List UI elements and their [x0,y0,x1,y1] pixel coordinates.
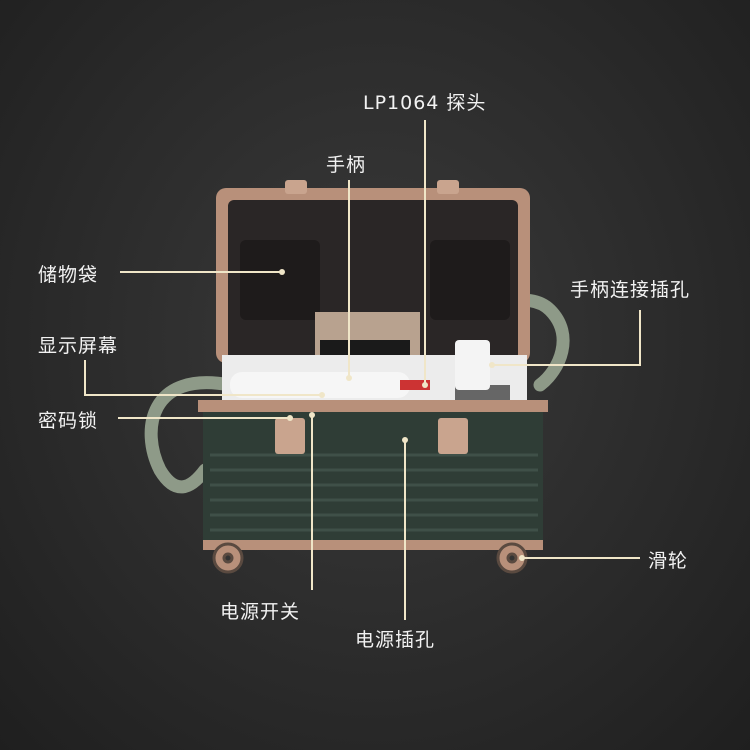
label-storage-bag: 储物袋 [38,264,99,286]
handle-port [455,340,490,390]
laser-handpiece [230,372,430,398]
label-display: 显示屏幕 [38,335,119,357]
latch [438,418,468,454]
label-lock: 密码锁 [38,410,99,432]
combination-lock [275,418,305,454]
label-handle: 手柄 [326,154,367,176]
callout-dots [279,269,525,561]
storage-pocket-right [430,240,510,320]
callout-lines [84,120,641,620]
suitcase-lid [216,180,530,363]
storage-pocket-left [240,240,320,320]
label-power-switch: 电源开关 [220,601,301,623]
label-probe: LP1064 探头 [363,92,487,114]
label-wheels: 滑轮 [648,550,689,572]
suitcase-body [198,400,548,550]
label-power-socket: 电源插孔 [355,629,436,651]
label-handle-port: 手柄连接插孔 [570,279,691,301]
